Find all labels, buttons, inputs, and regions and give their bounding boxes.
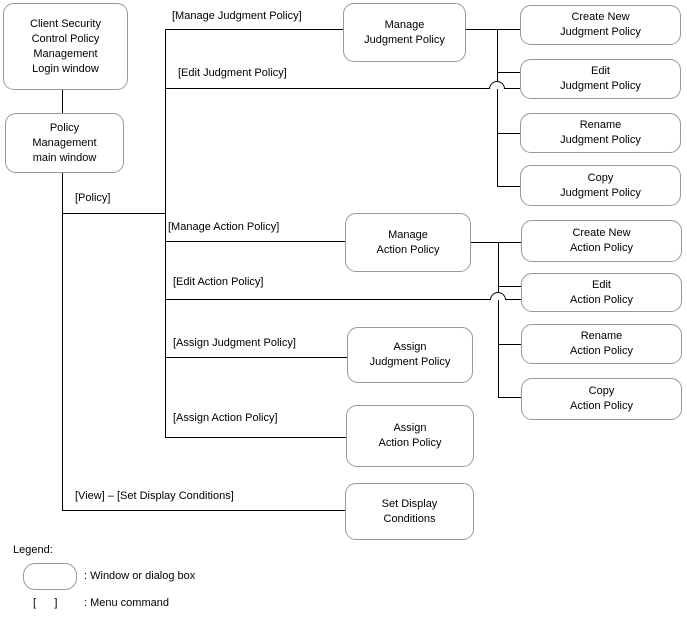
connector-main-trunk: [62, 173, 63, 511]
connector-login-to-main: [62, 90, 63, 113]
rename-judgment-policy-box: Rename Judgment Policy: [520, 113, 681, 153]
menu-label-manage-judgment: [Manage Judgment Policy]: [172, 10, 302, 22]
create-new-judgment-policy-label: Create New Judgment Policy: [560, 11, 641, 38]
menu-label-edit-judgment: [Edit Judgment Policy]: [178, 67, 287, 79]
create-new-judgment-policy-box: Create New Judgment Policy: [520, 5, 681, 45]
copy-judgment-policy-label: Copy Judgment Policy: [560, 171, 641, 199]
set-display-conditions-box: Set Display Conditions: [345, 483, 474, 540]
connector-assign-action-branch: [165, 437, 346, 438]
manage-judgment-policy-box: Manage Judgment Policy: [343, 3, 466, 62]
login-window-label: Client Security Control Policy Managemen…: [30, 17, 101, 75]
main-window-box: Policy Management main window: [5, 113, 124, 173]
connector-manage-judgment-branch: [165, 29, 343, 30]
assign-action-policy-label: Assign Action Policy: [378, 422, 442, 449]
connector-judgment-group-trunk: [497, 29, 498, 187]
connector-action-edit-stub: [498, 286, 521, 287]
connector-assign-judgment-branch: [165, 357, 347, 358]
connector-action-group-trunk: [498, 242, 499, 398]
menu-label-edit-action: [Edit Action Policy]: [173, 276, 264, 288]
line-hop-arc-judgment: [489, 81, 505, 89]
edit-action-policy-box: Edit Action Policy: [521, 273, 682, 312]
assign-judgment-policy-label: Assign Judgment Policy: [369, 341, 451, 368]
legend-menu-desc: : Menu command: [84, 597, 169, 609]
menu-label-assign-judgment: [Assign Judgment Policy]: [173, 337, 296, 349]
connector-judgment-edit-stub: [497, 72, 520, 73]
legend-title: Legend:: [13, 544, 53, 556]
rename-action-policy-label: Rename Action Policy: [570, 330, 633, 357]
assign-action-policy-box: Assign Action Policy: [346, 405, 474, 467]
login-window-box: Client Security Control Policy Managemen…: [3, 3, 128, 90]
connector-edit-judgment-branch-left: [165, 88, 489, 89]
connector-policy-branch: [62, 213, 165, 214]
line-hop-arc-action: [490, 292, 506, 300]
create-new-action-policy-label: Create New Action Policy: [570, 227, 633, 254]
connector-edit-action-branch-left: [165, 299, 490, 300]
edit-judgment-policy-label: Edit Judgment Policy: [560, 65, 641, 92]
create-new-action-policy-box: Create New Action Policy: [521, 220, 682, 262]
connector-policy-trunk: [165, 29, 166, 438]
connector-judgment-copy-stub: [497, 186, 520, 187]
rename-judgment-policy-label: Rename Judgment Policy: [560, 119, 641, 146]
connector-edit-judgment-branch-right: [505, 88, 520, 89]
connector-manage-action-branch: [165, 241, 345, 242]
main-window-label: Policy Management main window: [32, 121, 97, 164]
copy-action-policy-box: Copy Action Policy: [521, 378, 682, 420]
assign-judgment-policy-box: Assign Judgment Policy: [347, 327, 473, 383]
legend-menu-shape: [ ]: [33, 597, 58, 609]
connector-judgment-rename-stub: [497, 133, 520, 134]
menu-label-policy: [Policy]: [75, 192, 111, 204]
legend-window-desc: : Window or dialog box: [84, 570, 196, 582]
legend-window-shape: [23, 563, 77, 590]
rename-action-policy-box: Rename Action Policy: [521, 324, 682, 364]
manage-judgment-policy-label: Manage Judgment Policy: [364, 18, 445, 46]
menu-label-assign-action: [Assign Action Policy]: [173, 412, 278, 424]
edit-action-policy-label: Edit Action Policy: [570, 278, 633, 306]
menu-label-view-set-display: [View] – [Set Display Conditions]: [75, 490, 234, 502]
manage-action-policy-label: Manage Action Policy: [376, 228, 440, 256]
connector-judgment-group-feed: [466, 29, 520, 30]
connector-view-branch: [62, 510, 345, 511]
edit-judgment-policy-box: Edit Judgment Policy: [520, 59, 681, 99]
manage-action-policy-box: Manage Action Policy: [345, 213, 471, 272]
copy-judgment-policy-box: Copy Judgment Policy: [520, 165, 681, 206]
connector-action-rename-stub: [498, 344, 521, 345]
menu-label-manage-action: [Manage Action Policy]: [168, 221, 280, 233]
set-display-conditions-label: Set Display Conditions: [381, 497, 438, 525]
connector-action-group-feed: [471, 242, 521, 243]
copy-action-policy-label: Copy Action Policy: [570, 385, 633, 412]
connector-edit-action-branch-right: [506, 299, 521, 300]
connector-action-copy-stub: [498, 397, 521, 398]
